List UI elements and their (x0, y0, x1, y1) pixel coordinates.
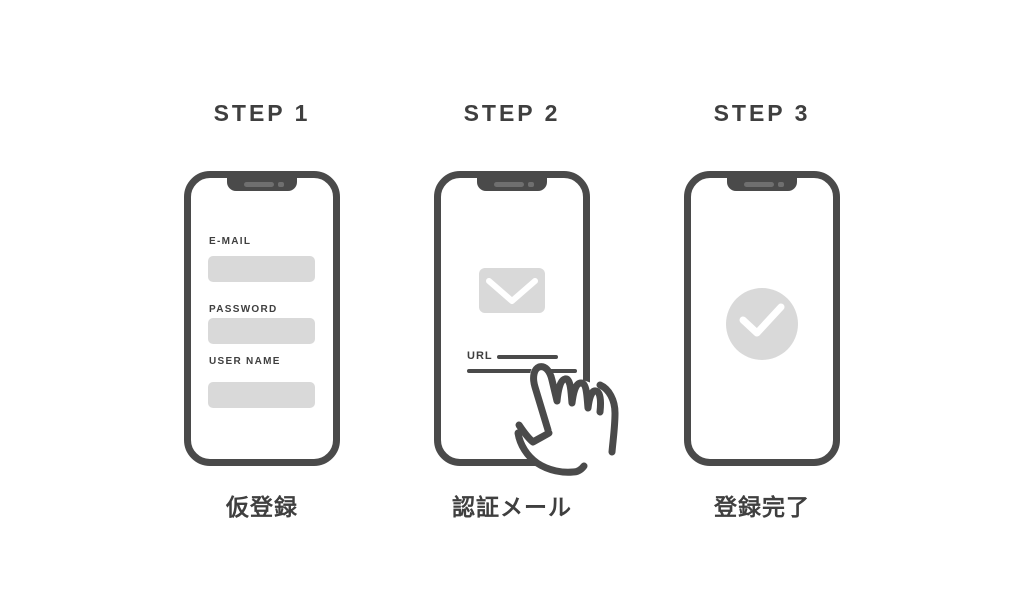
phone-frame-3 (684, 171, 840, 466)
step-1-column: STEP 1 E-MAIL PASSWORD USER NAME 仮登録 (137, 0, 387, 614)
link-line-2 (467, 369, 577, 373)
email-input-box (208, 256, 315, 282)
url-link-label: URL (467, 350, 493, 362)
camera-dot-icon (778, 182, 784, 187)
step-2-caption: 認証メール (452, 494, 572, 520)
speaker-slot-icon (244, 182, 274, 187)
password-input-box (208, 318, 315, 344)
step-2-column: STEP 2 URL 認証メール (387, 0, 637, 614)
notch (727, 177, 797, 191)
step-1-heading: STEP 1 (213, 100, 311, 126)
step-1-caption: 仮登録 (226, 494, 298, 520)
check-circle-icon (726, 288, 798, 360)
speaker-slot-icon (494, 182, 524, 187)
username-field-label: USER NAME (209, 356, 281, 367)
link-line-1 (497, 355, 558, 359)
notch (477, 177, 547, 191)
speaker-slot-icon (744, 182, 774, 187)
camera-dot-icon (278, 182, 284, 187)
email-field-label: E-MAIL (209, 236, 252, 247)
step-2-heading: STEP 2 (463, 100, 561, 126)
password-field-label: PASSWORD (209, 304, 278, 315)
envelope-icon (479, 268, 545, 313)
phone-frame-1: E-MAIL PASSWORD USER NAME (184, 171, 340, 466)
step-3-heading: STEP 3 (713, 100, 811, 126)
username-input-box (208, 382, 315, 408)
notch (227, 177, 297, 191)
step-3-caption: 登録完了 (714, 494, 810, 520)
camera-dot-icon (528, 182, 534, 187)
phone-frame-2: URL (434, 171, 590, 466)
tap-hand-icon (513, 363, 619, 476)
step-3-column: STEP 3 登録完了 (637, 0, 887, 614)
